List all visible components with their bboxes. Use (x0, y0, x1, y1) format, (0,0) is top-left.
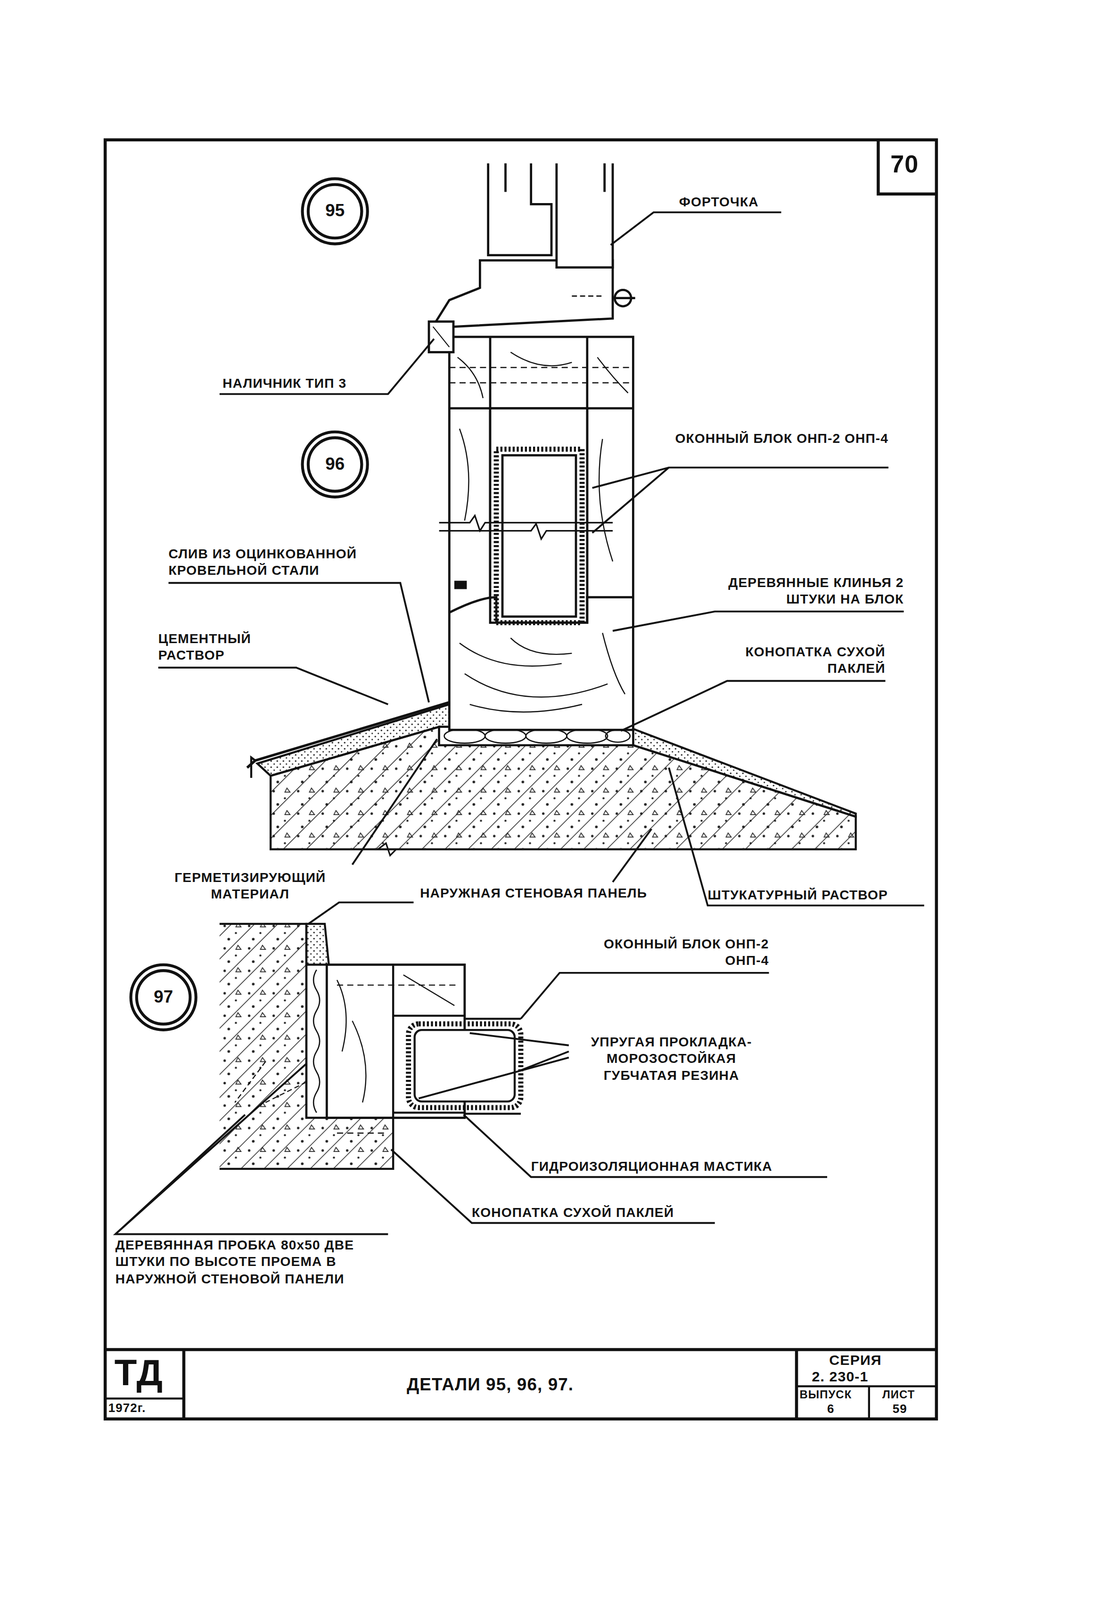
leader-lines (115, 212, 925, 1235)
callout-label: ФОРТОЧКА (679, 194, 759, 211)
jamb-section (219, 924, 521, 1170)
title-block-cell: 2. 230-1 (812, 1368, 869, 1387)
title-block-cell: 59 (892, 1402, 908, 1418)
callout-number: 97 (128, 962, 198, 1033)
detail-number-circle: 97 (128, 962, 198, 1033)
title-block-cell: ВЫПУСК (799, 1388, 853, 1404)
callout-label: ГИДРОИЗОЛЯЦИОННАЯ МАСТИКА (531, 1158, 773, 1176)
callout-label: НАРУЖНАЯ СТЕНОВАЯ ПАНЕЛЬ (413, 885, 654, 903)
callout-label: НАЛИЧНИК ТИП 3 (222, 375, 347, 393)
sheet-title: ДЕТАЛИ 95, 96, 97. (336, 1374, 644, 1397)
detail-number-circle: 96 (300, 429, 370, 500)
title-block-cell: ТД (114, 1349, 164, 1397)
sheet-frame (105, 139, 937, 1420)
callout-label: УПРУГАЯ ПРОКЛАДКА- МОРОЗОСТОЙКАЯ ГУБЧАТА… (571, 1034, 772, 1085)
window-block-section (439, 336, 634, 731)
title-block-cell: ЛИСТ (882, 1388, 915, 1404)
title-block-cell: 1972г. (108, 1401, 147, 1417)
callout-label: ОКОННЫЙ БЛОК ОНП-2 ОНП-4 (668, 430, 889, 448)
callout-label: КОНОПАТКА СУХОЙ ПАКЛЕЙ (471, 1205, 674, 1222)
title-block-cell: 6 (827, 1402, 835, 1418)
callout-label: КОНОПАТКА СУХОЙ ПАКЛЕЙ (727, 644, 886, 678)
callout-label: СЛИВ ИЗ ОЦИНКОВАННОЙ КРОВЕЛЬНОЙ СТАЛИ (168, 546, 404, 580)
fortochka-section (428, 163, 636, 353)
callout-label: ДЕРЕВЯННЫЕ КЛИНЬЯ 2 ШТУКИ НА БЛОК (714, 575, 904, 608)
callout-label: ДЕРЕВЯННАЯ ПРОБКА 80х50 ДВЕ ШТУКИ ПО ВЫС… (115, 1237, 384, 1288)
callout-label: ЦЕМЕНТНЫЙ РАСТВОР (158, 631, 292, 665)
title-block-cell: СЕРИЯ (829, 1352, 882, 1371)
callout-label: ОКОННЫЙ БЛОК ОНП-2 ОНП-4 (559, 936, 769, 970)
title-block-cell: 70 (890, 148, 919, 180)
callout-number: 96 (300, 429, 370, 500)
callout-label: ГЕРМЕТИЗИРУЮЩИЙ МАТЕРИАЛ (142, 870, 358, 904)
callout-number: 95 (300, 176, 370, 247)
detail-number-circle: 95 (300, 176, 370, 247)
callout-label: ШТУКАТУРНЫЙ РАСТВОР (707, 887, 888, 904)
